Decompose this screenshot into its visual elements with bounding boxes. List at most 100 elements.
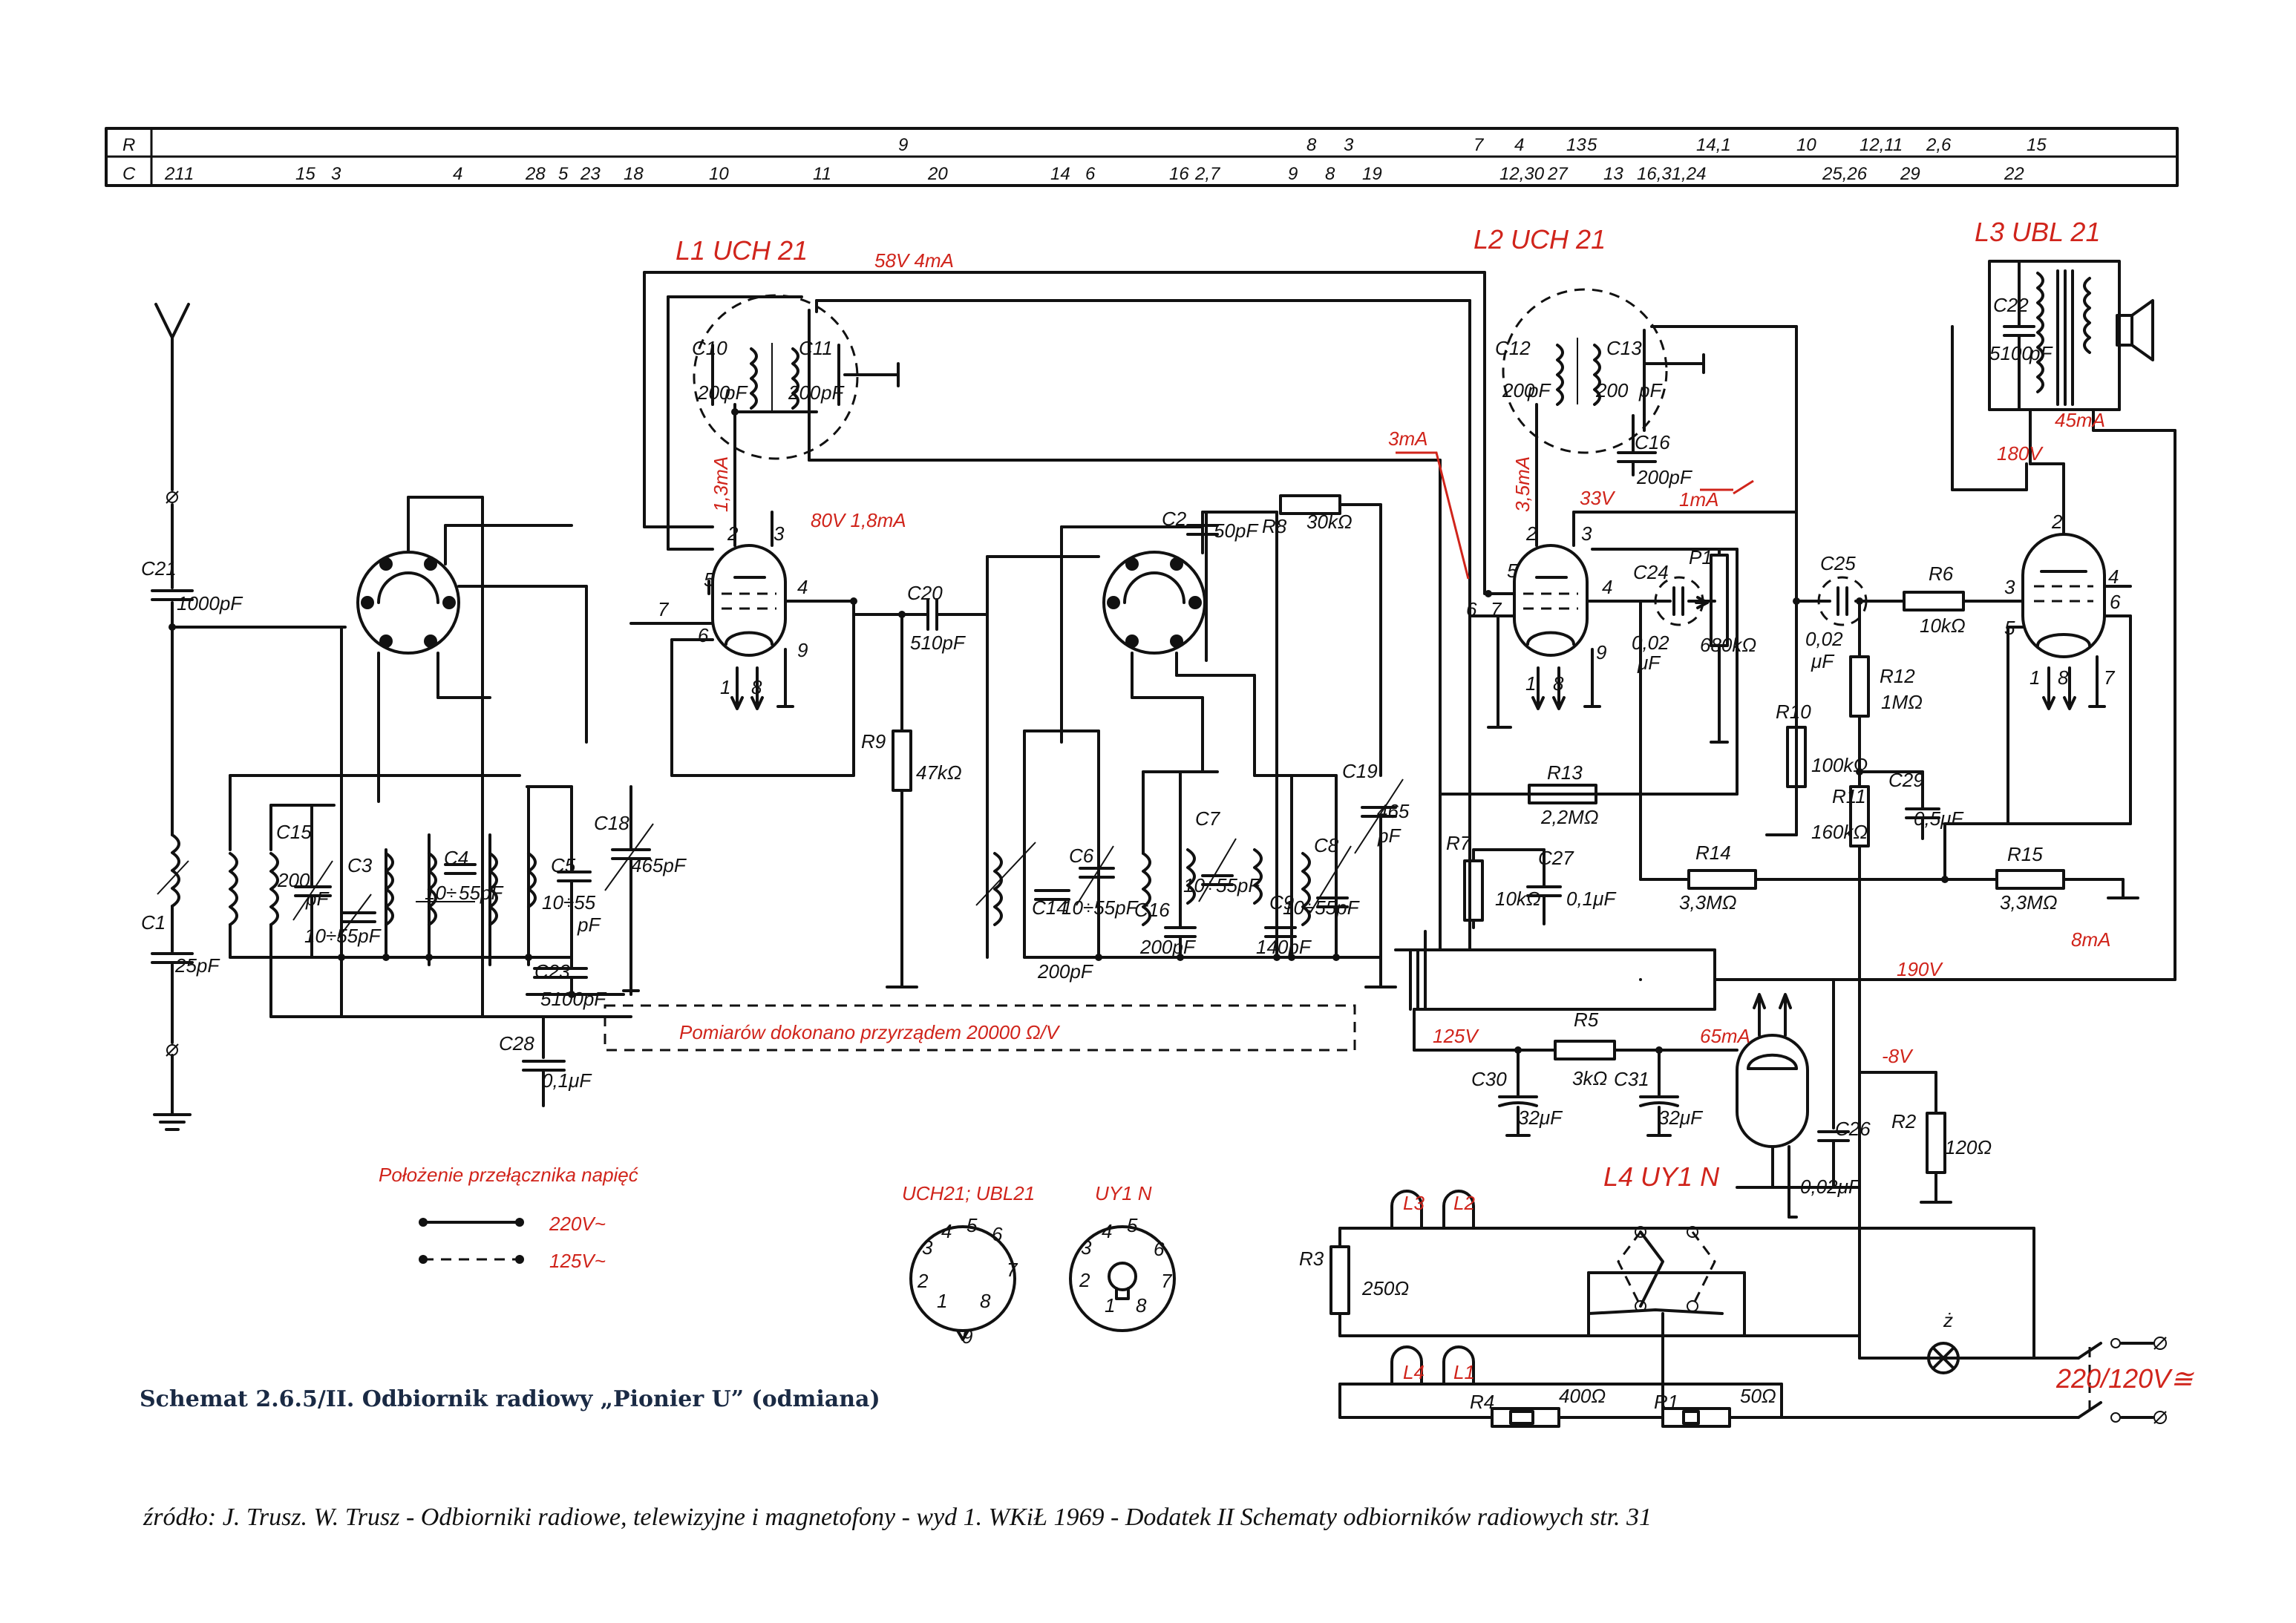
heater-l4-icon bbox=[1390, 1345, 1423, 1386]
component-label: 100kΩ bbox=[1811, 754, 1868, 776]
component-label: 200pF bbox=[1139, 936, 1197, 958]
table-r-cell: 13 bbox=[1566, 135, 1586, 155]
pin-label: 4 bbox=[1602, 576, 1612, 598]
table-c-cell: 19 bbox=[1362, 164, 1382, 184]
component-label: C22 bbox=[1993, 294, 2029, 316]
socket-uch21-icon bbox=[909, 1225, 1016, 1332]
socket-pin-label: 4 bbox=[1102, 1220, 1112, 1242]
measurement-dashed-box bbox=[604, 1004, 1356, 1052]
component-label: C25 bbox=[1820, 552, 1856, 574]
component-label: 47kΩ bbox=[916, 761, 962, 784]
socket-pin-label: 6 bbox=[1154, 1238, 1165, 1260]
heater-chain bbox=[1329, 1190, 2035, 1428]
switch-legend-125: 125V~ bbox=[549, 1250, 606, 1272]
component-labels: C211000pFC125pFC15200pFC310÷55pFC410÷55p… bbox=[141, 294, 2058, 1413]
component-label: 30kΩ bbox=[1306, 511, 1353, 533]
table-c-cell: 10 bbox=[709, 164, 729, 184]
input-tuning-bank bbox=[229, 774, 654, 1107]
pin-label: 8 bbox=[751, 676, 762, 698]
tube-l2-title: L2 UCH 21 bbox=[1474, 224, 1606, 255]
socket-pin-label: 1 bbox=[1105, 1294, 1115, 1317]
component-label: C23 bbox=[534, 960, 570, 983]
table-r-cell: 7 bbox=[1474, 135, 1485, 155]
component-label: C3 bbox=[347, 854, 373, 876]
pin-label: 6 bbox=[1466, 598, 1477, 620]
tube-l1-supply: 58V 4mA bbox=[874, 249, 954, 272]
socket-pin-label: 5 bbox=[967, 1214, 978, 1236]
component-label: C15 bbox=[276, 821, 312, 843]
pin-label: 9 bbox=[797, 639, 808, 661]
component-label: R15 bbox=[2007, 843, 2043, 865]
component-label: P1 bbox=[1689, 546, 1713, 568]
terminal-icon bbox=[166, 491, 178, 503]
antenna-icon bbox=[154, 303, 190, 339]
component-label: 2,2MΩ bbox=[1540, 806, 1599, 828]
component-label: 5100 bbox=[1989, 342, 2032, 364]
component-label: R2 bbox=[1891, 1110, 1917, 1132]
table-c-cell: 6 bbox=[1085, 164, 1096, 184]
inductor-label: L2 bbox=[1453, 1192, 1475, 1214]
pin-label: 7 bbox=[1491, 598, 1502, 620]
component-label: 0,02 bbox=[1632, 632, 1669, 654]
agc-network bbox=[1439, 784, 1949, 929]
table-c-cell: 15 bbox=[295, 164, 315, 184]
table-c-cell: 29 bbox=[1900, 164, 1920, 184]
coil-icon bbox=[171, 833, 180, 908]
component-label: C18 bbox=[594, 812, 629, 834]
socket-pin-label: 4 bbox=[941, 1220, 952, 1242]
l1-supply-rails bbox=[643, 271, 1486, 951]
switch-legend-220: 220V~ bbox=[549, 1213, 606, 1235]
component-label: 680kΩ bbox=[1700, 634, 1756, 656]
socket-pin-label: 7 bbox=[1161, 1270, 1173, 1292]
table-r-cell: 14,1 bbox=[1696, 135, 1731, 155]
pin-label: 8 bbox=[1553, 672, 1564, 695]
component-label: C21 bbox=[141, 557, 177, 580]
tube-l1-anode: 80V 1,8mA bbox=[811, 509, 906, 531]
component-label: 0,02μF bbox=[1800, 1176, 1862, 1198]
component-label: 200 bbox=[697, 381, 730, 404]
component-label: R3 bbox=[1299, 1247, 1324, 1270]
pin-label: 6 bbox=[698, 624, 709, 646]
tube-l3-current: 45mA bbox=[2055, 409, 2105, 431]
component-label: 10÷55 bbox=[542, 891, 596, 914]
component-label: R9 bbox=[861, 730, 886, 753]
table-r-cell: 4 bbox=[1514, 135, 1524, 155]
tube-l3-voltage: 180V bbox=[1997, 442, 2044, 465]
table-row-label-c: C bbox=[122, 164, 136, 184]
table-c-cell: 16,31,24 bbox=[1637, 164, 1706, 184]
supply-neg8v: -8V bbox=[1882, 1045, 1914, 1067]
component-label: 10÷55pF bbox=[1283, 896, 1361, 919]
component-label: 32μF bbox=[1658, 1106, 1704, 1129]
component-label: C1 bbox=[141, 911, 166, 934]
source-citation: źródło: J. Trusz. W. Trusz - Odbiorniki … bbox=[143, 1504, 1652, 1531]
tube-l2-current: 3mA bbox=[1388, 427, 1427, 450]
component-label: C6 bbox=[1069, 845, 1094, 867]
socket-pin-label: 2 bbox=[917, 1270, 929, 1292]
component-label: R13 bbox=[1547, 761, 1583, 784]
socket-uy1n-icon bbox=[1069, 1225, 1176, 1332]
component-label: C19 bbox=[1342, 760, 1378, 782]
component-label: 1MΩ bbox=[1881, 691, 1923, 713]
table-c-cell: 21 bbox=[164, 164, 185, 184]
component-label: C9 bbox=[1269, 891, 1294, 914]
pin-label: 3 bbox=[773, 522, 785, 545]
component-label: R1 bbox=[1654, 1391, 1678, 1413]
component-label: 3kΩ bbox=[1572, 1067, 1607, 1089]
socket-pin-label: 1 bbox=[937, 1290, 947, 1312]
table-c-cell: 5 bbox=[558, 164, 569, 184]
socket-pin-label: 2 bbox=[1079, 1269, 1090, 1291]
tube-l2-screen: 33V bbox=[1580, 487, 1616, 509]
pin-label: 1 bbox=[2030, 666, 2040, 689]
pin-label: 7 bbox=[658, 598, 670, 620]
component-label: 55pF bbox=[459, 882, 504, 904]
component-label: pF bbox=[305, 888, 330, 910]
table-c-cell: 27 bbox=[1547, 164, 1569, 184]
table-r-cell: 5 bbox=[1587, 135, 1597, 155]
tube-l1-icon bbox=[711, 544, 787, 657]
tube-l1-grid: 1,3mA bbox=[710, 456, 732, 512]
table-c-cell: 25,26 bbox=[1822, 164, 1868, 184]
component-label: R5 bbox=[1574, 1009, 1599, 1031]
